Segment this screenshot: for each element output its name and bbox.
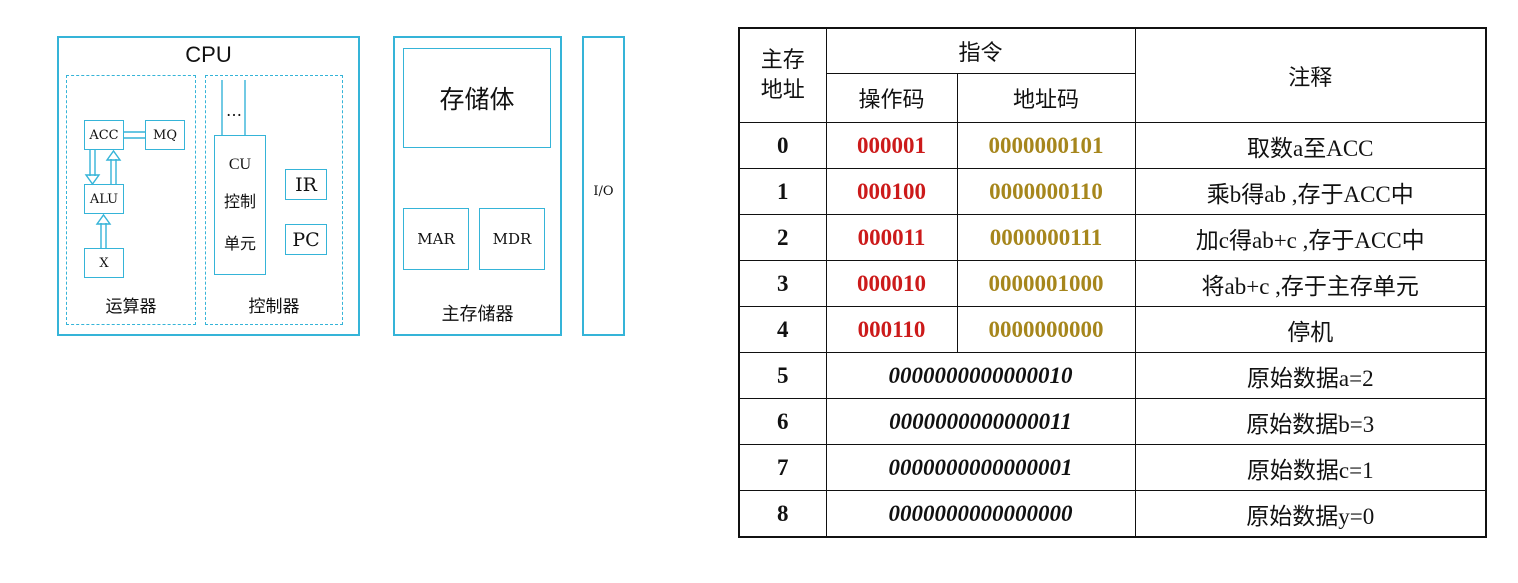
row-address: 7 [738, 444, 827, 491]
row-address: 1 [738, 168, 827, 215]
alu-to-acc-arrow [105, 149, 122, 184]
ir-label: IR [295, 173, 317, 196]
row-opcode: 000100 [825, 168, 958, 215]
row-opcode: 000011 [825, 214, 958, 261]
io-box [582, 36, 625, 336]
mq-register: MQ [145, 120, 185, 150]
table-row: 1 000100 0000000110 乘b得ab ,存于ACC中 [738, 168, 1487, 215]
x-to-alu-arrow [95, 213, 112, 248]
row-address-code: 0000000110 [956, 168, 1136, 215]
acc-label: ACC [89, 127, 119, 143]
row-comment: 将ab+c ,存于主存单元 [1134, 260, 1487, 307]
alu-block: ALU [84, 184, 124, 214]
row-address-code: 0000000000 [956, 306, 1136, 353]
io-label: I/O [593, 184, 614, 199]
row-comment: 乘b得ab ,存于ACC中 [1134, 168, 1487, 215]
header-address-line1: 主存 [760, 47, 805, 73]
storage-body-block: 存储体 [403, 48, 551, 148]
architecture-diagram: CPU ACC MQ ALU X 运算器 CU 控制 单元 … IR PC 控制… [0, 0, 700, 583]
ir-register: IR [285, 169, 327, 200]
row-data-word: 0000000000000010 [825, 352, 1136, 399]
storage-body-label: 存储体 [439, 85, 515, 114]
main-memory-label: 主存储器 [441, 304, 514, 325]
cpu-box [57, 36, 360, 336]
acc-register: ACC [84, 120, 124, 150]
header-address: 主存 地址 [738, 27, 827, 123]
table-header-row-2: 操作码 地址码 [739, 73, 1486, 123]
x-label: X [99, 255, 109, 271]
row-data-word: 0000000000000000 [825, 490, 1136, 538]
cu-line1: 控制 [223, 192, 256, 211]
row-address: 5 [738, 352, 827, 399]
table-row: 0 000001 0000000101 取数a至ACC [738, 122, 1487, 169]
row-address-code: 0000000101 [956, 122, 1136, 169]
row-comment: 原始数据c=1 [1134, 444, 1487, 491]
alu-label: ALU [89, 191, 119, 207]
header-address-code: 地址码 [956, 73, 1136, 123]
cu-block: CU 控制 单元 [214, 135, 266, 275]
row-comment: 原始数据a=2 [1134, 352, 1487, 399]
table-row: 6 0000000000000011 原始数据b=3 [738, 398, 1487, 445]
table-row: 5 0000000000000010 原始数据a=2 [738, 352, 1487, 399]
row-address-code: 0000001000 [956, 260, 1136, 307]
row-address: 8 [738, 490, 827, 538]
mar-register: MAR [403, 208, 469, 270]
row-data-word: 0000000000000011 [825, 398, 1136, 445]
arith-unit-box [66, 75, 196, 325]
acc-to-alu-arrow [84, 150, 101, 186]
mar-label: MAR [417, 230, 455, 248]
table-row: 8 0000000000000000 原始数据y=0 [738, 490, 1487, 538]
row-opcode: 000001 [825, 122, 958, 169]
main-memory-box [393, 36, 562, 336]
row-opcode: 000110 [825, 306, 958, 353]
row-data-word: 0000000000000001 [825, 444, 1136, 491]
pc-register: PC [285, 224, 327, 255]
row-comment: 原始数据b=3 [1134, 398, 1487, 445]
mdr-register: MDR [479, 208, 545, 270]
row-address: 4 [738, 306, 827, 353]
mdr-label: MDR [492, 230, 532, 248]
x-register: X [84, 248, 124, 278]
arith-unit-label: 运算器 [105, 297, 157, 317]
row-comment: 停机 [1134, 306, 1487, 353]
row-address: 3 [738, 260, 827, 307]
program-table: 主存 地址 指令 注释 操作码 地址码 0 000001 0000000101 … [738, 27, 1487, 538]
table-row: 3 000010 0000001000 将ab+c ,存于主存单元 [738, 260, 1487, 307]
cu-dots: … [226, 101, 242, 120]
diagram-connectors [84, 80, 246, 248]
row-address-code: 0000000111 [956, 214, 1136, 261]
row-address: 2 [738, 214, 827, 261]
mq-label: MQ [153, 127, 177, 143]
table-row: 7 0000000000000001 原始数据c=1 [738, 444, 1487, 491]
cu-line2: 单元 [223, 234, 256, 253]
table-row: 4 000110 0000000000 停机 [738, 306, 1487, 353]
row-comment: 原始数据y=0 [1134, 490, 1487, 538]
header-instruction: 指令 [825, 27, 1136, 74]
control-unit-box [205, 75, 343, 325]
header-address-line2: 地址 [760, 77, 805, 103]
control-unit-label: 控制器 [248, 297, 300, 317]
row-address: 6 [738, 398, 827, 445]
header-comment: 注释 [1134, 27, 1487, 123]
cpu-label: CPU [185, 42, 232, 67]
cu-label: CU [228, 156, 252, 173]
row-comment: 取数a至ACC [1134, 122, 1487, 169]
row-opcode: 000010 [825, 260, 958, 307]
header-opcode: 操作码 [825, 73, 958, 123]
pc-label: PC [292, 228, 320, 251]
table-header-row-1: 主存 地址 指令 注释 [738, 27, 1487, 123]
row-address: 0 [738, 122, 827, 169]
row-comment: 加c得ab+c ,存于ACC中 [1134, 214, 1487, 261]
table-row: 2 000011 0000000111 加c得ab+c ,存于ACC中 [738, 214, 1487, 261]
